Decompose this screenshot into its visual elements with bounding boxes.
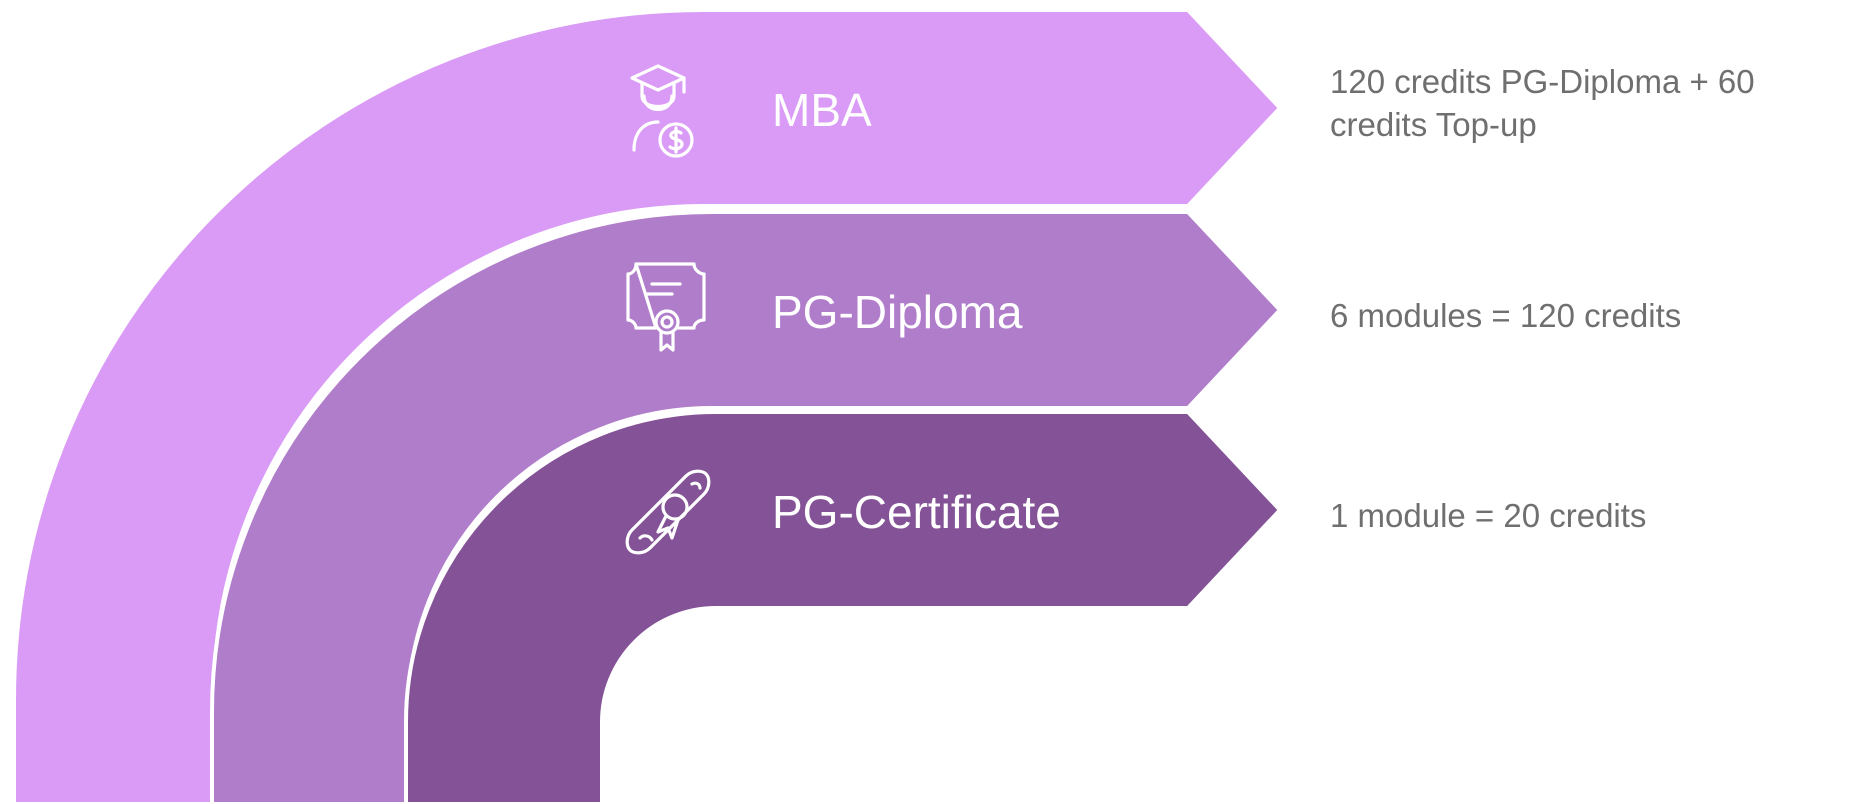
mba-title: MBA (772, 84, 872, 136)
mba-description-line-2: credits Top-up (1330, 106, 1537, 143)
pg-diploma-title: PG-Diploma (772, 286, 1023, 338)
pg-certificate-title: PG-Certificate (772, 486, 1061, 538)
pg-certificate-description: 1 module = 20 credits (1330, 494, 1850, 537)
diploma-scroll-icon (625, 469, 711, 555)
mba-band (12, 8, 1282, 804)
pg-diploma-description-line-1: 6 modules = 120 credits (1330, 297, 1682, 334)
pg-diploma-band (210, 210, 1282, 804)
graduate-money-icon (630, 64, 694, 158)
pg-diploma-description: 6 modules = 120 credits (1330, 294, 1850, 337)
pg-certificate-description-line-1: 1 module = 20 credits (1330, 497, 1647, 534)
pg-certificate-band (404, 410, 1282, 804)
mba-description-line-1: 120 credits PG-Diploma + 60 (1330, 63, 1755, 100)
certificate-ribbon-icon (626, 262, 706, 352)
mba-description: 120 credits PG-Diploma + 60 credits Top-… (1330, 60, 1850, 146)
